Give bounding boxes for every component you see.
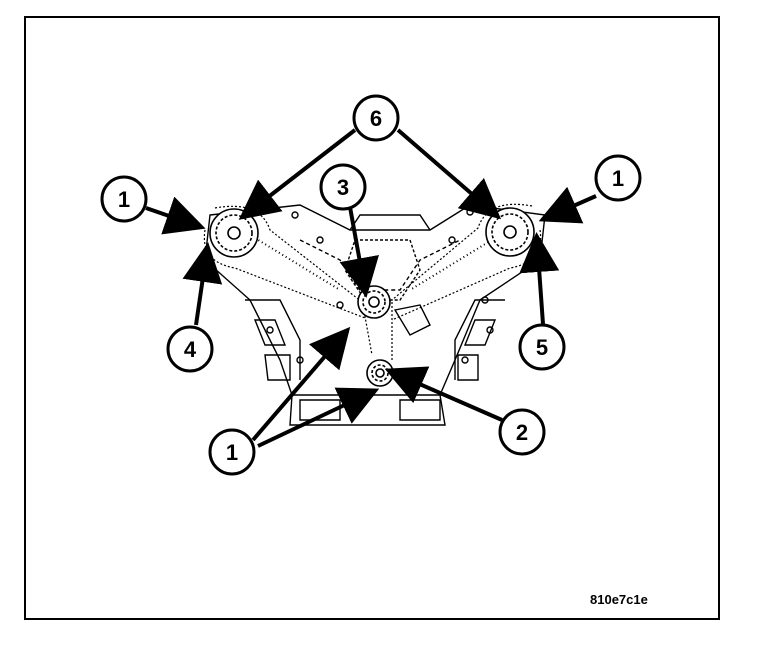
figure-code: 810e7c1e (590, 592, 648, 607)
callout-2-label: 2 (516, 420, 528, 445)
callout-2: 2 (498, 408, 546, 456)
crankshaft-sprocket (366, 359, 394, 387)
callout-1-right: 1 (594, 154, 642, 202)
callout-4: 4 (166, 325, 214, 373)
callout-1-bottom-label: 1 (226, 440, 238, 465)
idler-sprocket (357, 285, 391, 319)
callout-1-left-label: 1 (118, 187, 130, 212)
callout-6-label: 6 (370, 106, 382, 131)
callout-5: 5 (518, 323, 566, 371)
callout-3: 3 (319, 163, 367, 211)
callout-1-left: 1 (100, 175, 148, 223)
left-cam-sprocket (209, 208, 259, 258)
leader-arrows (145, 128, 597, 448)
right-cam-sprocket (485, 207, 535, 257)
callout-6: 6 (352, 94, 400, 142)
callout-1-bottom: 1 (208, 428, 256, 476)
callout-5-label: 5 (536, 335, 548, 360)
callout-1-right-label: 1 (612, 166, 624, 191)
callout-4-label: 4 (184, 337, 197, 362)
callout-3-label: 3 (337, 175, 349, 200)
